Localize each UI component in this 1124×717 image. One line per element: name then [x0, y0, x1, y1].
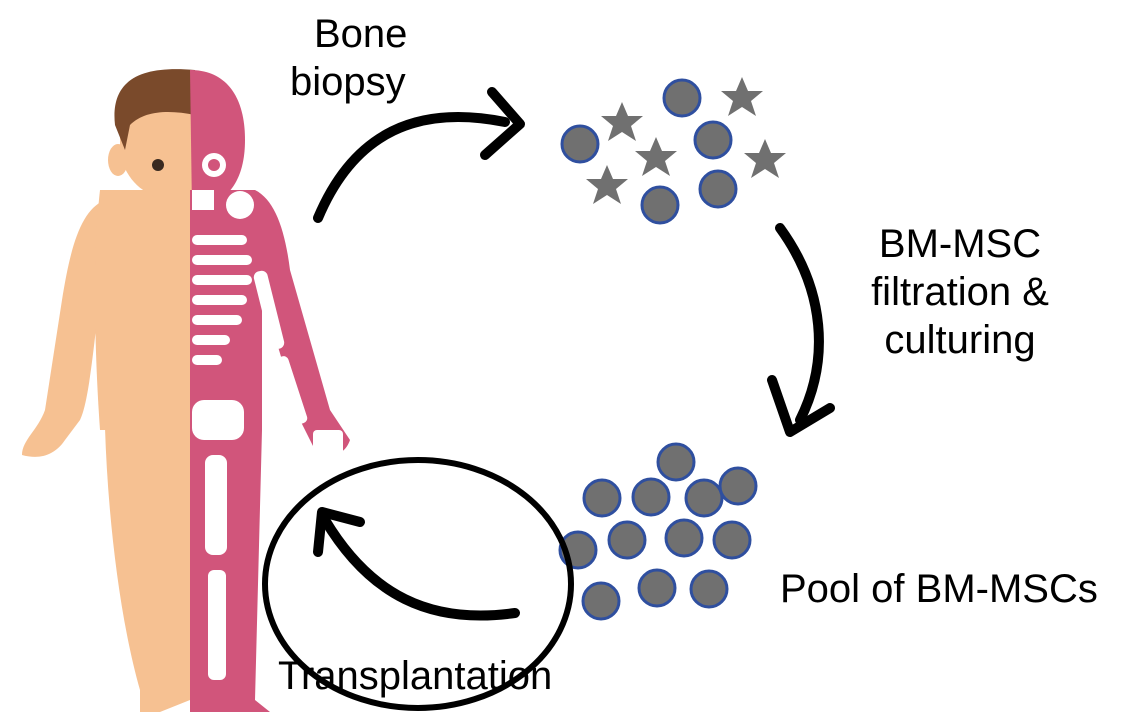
stem-cell-icon [695, 122, 731, 158]
star-cell-icon [586, 165, 628, 204]
star-cell-icon [721, 77, 763, 116]
star-cell-icon [635, 137, 677, 176]
stem-cell-icon [642, 187, 678, 223]
pool-label: Pool of BM-MSCs [780, 565, 1098, 613]
stem-cell-icon [686, 480, 722, 516]
bone-marrow-sample [562, 77, 786, 223]
stem-cell-icon [666, 520, 702, 556]
transplantation-label: Transplantation [278, 652, 552, 700]
stem-cell-icon [584, 480, 620, 516]
stem-cell-icon [633, 479, 669, 515]
bone-biopsy-label: Bone biopsy [290, 10, 440, 106]
star-cell-icon [744, 139, 786, 178]
stem-cell-icon [720, 468, 756, 504]
bone-biopsy-line2: biopsy [290, 58, 440, 106]
stem-cell-icon [664, 80, 700, 116]
bone-biopsy-arrow [318, 92, 520, 218]
bm-msc-filtration-label: BM-MSC filtration & culturing [830, 220, 1090, 364]
bone-biopsy-line1: Bone [314, 10, 440, 58]
bm-msc-line1: BM-MSC [830, 220, 1090, 268]
stem-cell-icon [562, 126, 598, 162]
human-skin-half [22, 69, 195, 712]
human-anatomy-icon [22, 69, 350, 712]
stem-cell-icon [691, 571, 727, 607]
star-cell-icon [601, 102, 643, 141]
stem-cell-icon [658, 444, 694, 480]
stem-cell-icon [714, 522, 750, 558]
bm-msc-line2: filtration & [830, 268, 1090, 316]
filtration-arrow [772, 228, 830, 432]
stem-cell-icon [609, 522, 645, 558]
stem-cell-icon [639, 570, 675, 606]
stem-cell-icon [700, 171, 736, 207]
stem-cell-icon [583, 583, 619, 619]
bm-msc-line3: culturing [830, 316, 1090, 364]
stem-cell-pool [560, 444, 756, 619]
transplantation-arrow [318, 512, 515, 616]
